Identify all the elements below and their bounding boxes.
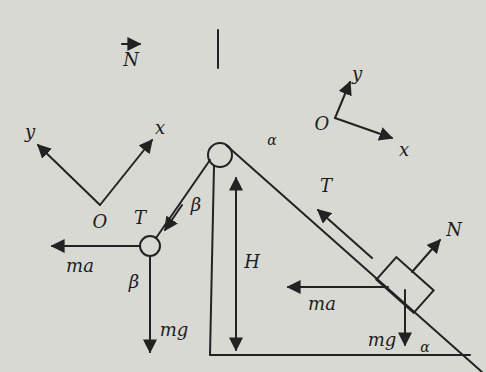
force-label: mg <box>160 321 189 339</box>
x-axis <box>335 118 392 138</box>
vector-mark <box>122 43 140 45</box>
normal-arrow <box>412 240 440 272</box>
force-label: H <box>244 253 260 271</box>
force-label: x <box>155 119 165 137</box>
ground <box>210 354 470 356</box>
force-label: N <box>446 221 462 239</box>
inertia-arrow <box>288 286 388 288</box>
y-axis <box>335 82 350 118</box>
tension-arrow <box>165 205 182 230</box>
ball <box>140 236 160 256</box>
force-label: β <box>129 273 139 291</box>
force-label: T <box>134 209 146 227</box>
height-arrow <box>235 178 237 350</box>
force-label: O <box>315 115 330 133</box>
weight-arrow <box>404 290 406 345</box>
force-label: mg <box>368 331 397 349</box>
force-label: x <box>399 141 409 159</box>
force-label: ma <box>66 257 94 275</box>
stroke <box>217 30 219 68</box>
incline <box>226 145 482 372</box>
force-label: O <box>93 213 108 231</box>
inertia-arrow <box>52 245 140 247</box>
force-label: ma <box>308 295 336 313</box>
tension-arrow <box>318 210 372 258</box>
force-label: β <box>191 196 201 214</box>
x-axis <box>100 140 152 205</box>
weight-arrow <box>149 256 151 352</box>
string <box>156 160 210 238</box>
force-label: y <box>25 123 35 141</box>
vertical <box>149 256 151 352</box>
force-label: α <box>267 133 276 147</box>
force-label: α <box>420 340 429 354</box>
y-axis <box>38 145 100 205</box>
force-label: T <box>320 177 332 195</box>
pole <box>210 166 214 355</box>
force-label: y <box>352 65 362 83</box>
force-label: N <box>123 51 139 69</box>
